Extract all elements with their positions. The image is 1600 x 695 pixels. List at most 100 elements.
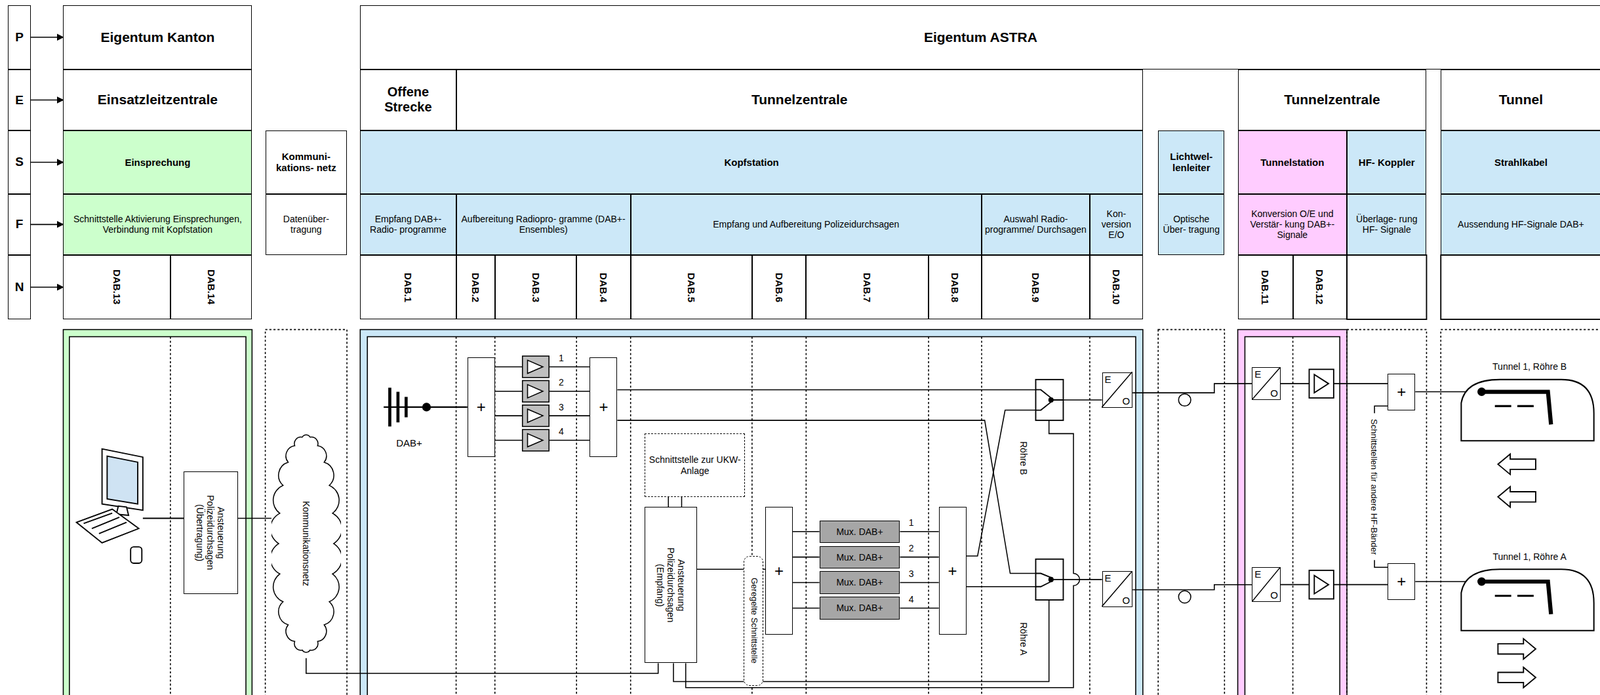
combiner-box: + (467, 357, 496, 458)
node-text: + (1396, 382, 1406, 402)
cloud-outline (271, 434, 341, 653)
node-text: + (948, 561, 958, 581)
system-cell: HF- Koppler (1346, 130, 1427, 194)
converter-box: EO (1102, 372, 1134, 408)
signal-wire (617, 389, 1102, 688)
dotted-column (170, 337, 1294, 695)
header-cell: Tunnelzentrale (456, 69, 1143, 131)
node-text: Schnittstelle Aktivierung Einsprechungen… (66, 213, 249, 235)
converter-diagonal (1251, 567, 1281, 602)
node-text: Überlage- rung HF- Signale (1350, 213, 1423, 235)
number-cell: DAB.3 (495, 255, 577, 320)
fibre-loop (1178, 394, 1191, 604)
function-cell: Empfang DAB+-Radio- programme (360, 194, 456, 256)
node-text: F (15, 217, 24, 232)
node-text: + (1396, 572, 1406, 591)
node-text: Kommuni- kations- netz (268, 150, 344, 174)
converter-diagonal (1101, 571, 1133, 607)
node-text: Mux. DAB+ (836, 602, 883, 614)
number-cell: DAB.4 (576, 255, 631, 320)
converter-box: EO (1251, 367, 1281, 400)
direction-arrow (1497, 453, 1536, 475)
node-text: DAB.8 (949, 272, 961, 303)
node-text: Einsatzleitzentrale (97, 91, 218, 108)
node-text: DAB.1 (402, 272, 414, 303)
node-text: DAB.2 (470, 272, 482, 303)
switch-symbol (1035, 379, 1063, 421)
mux-box: Mux. DAB+ (819, 571, 901, 594)
direction-arrow (1497, 638, 1536, 660)
node-text: DAB.4 (598, 272, 610, 303)
connector (792, 556, 820, 559)
computer-icon (76, 509, 140, 543)
node-text: DAB.7 (861, 272, 873, 303)
mux-box: Mux. DAB+ (819, 546, 901, 569)
diagram-label: Schnittstellen für andere HF-Bänder (1359, 414, 1389, 560)
number-cell: DAB.13 (62, 255, 170, 320)
connector (1132, 383, 1252, 393)
node-text: DAB.14 (205, 269, 217, 305)
system-cell: Lichtwel- lenleiter (1158, 130, 1225, 194)
direction-arrow (1497, 486, 1536, 507)
callout-number: 4 (904, 592, 919, 606)
tunnel-illustration (1460, 379, 1594, 441)
node-text: E (15, 93, 24, 108)
node-text: Offene Strecke (363, 84, 453, 115)
node-text: DAB.3 (529, 272, 541, 303)
connector (30, 161, 64, 164)
amplifier-symbol (1314, 374, 1329, 595)
callout-number: 2 (904, 541, 919, 555)
signal-wire (1062, 400, 1102, 580)
blank-cell (1440, 255, 1600, 320)
node-text: Eigentum ASTRA (923, 29, 1038, 46)
computer-icon (130, 546, 142, 564)
blank-cell (1346, 255, 1600, 320)
node-text: Aussendung HF-Signale DAB+ (1457, 219, 1585, 230)
callout-number: 3 (554, 400, 569, 414)
signal-wire (966, 586, 1037, 588)
network-cloud: Kommunikationsnetz (271, 428, 341, 659)
antenna-symbol (396, 392, 400, 423)
connector (899, 556, 939, 559)
node-text: Auswahl Radio- programme/ Durchsagen (984, 213, 1087, 235)
computer-icon (83, 513, 127, 534)
row-label: N (7, 255, 31, 320)
node-text: Einsprechung (124, 156, 191, 168)
number-cell: DAB.2 (456, 255, 496, 320)
converter-letter: O (1122, 594, 1131, 606)
node-text: Geregelte Schnittstelle (748, 577, 759, 664)
amplifier-symbol (1280, 383, 1388, 585)
interface-box: Geregelte Schnittstelle (743, 556, 764, 686)
node-text: Lichtwel- lenleiter (1161, 150, 1221, 174)
combiner-box: + (1387, 563, 1416, 600)
function-cell: Überlage- rung HF- Signale (1346, 194, 1427, 256)
dotted-column (1346, 329, 1427, 695)
computer-icon (102, 449, 143, 511)
mux-box: Mux. DAB+ (819, 596, 901, 620)
node-text: N (15, 280, 25, 295)
callout-number: 1 (554, 351, 569, 365)
node-text: Tunnelzentrale (1283, 91, 1381, 108)
converter-letter: E (1104, 572, 1112, 584)
connector (899, 607, 939, 610)
fibre-loop (1178, 590, 1191, 604)
row-label: E (7, 69, 31, 131)
converter-letter: E (1254, 568, 1261, 580)
computer-icon (142, 518, 184, 520)
dotted-column (170, 329, 1600, 695)
node-text: HF- Koppler (1358, 156, 1416, 168)
number-cell: DAB.11 (1238, 255, 1294, 320)
row-label: P (7, 5, 31, 70)
converter-diagonal (1251, 367, 1281, 400)
function-cell: Auswahl Radio- programme/ Durchsagen (981, 194, 1090, 256)
system-cell: Kommuni- kations- netz (265, 130, 347, 194)
number-cell: DAB.10 (1089, 255, 1143, 320)
switch-symbol (1035, 379, 1063, 600)
connector (899, 582, 939, 584)
connector (667, 497, 669, 508)
connector (1132, 584, 1252, 591)
amplifier-symbol (527, 360, 543, 447)
system-cell: Kopfstation (360, 130, 1143, 194)
node-text: Ansteuerung Polizeidurchsagen (Übertragu… (194, 474, 227, 591)
